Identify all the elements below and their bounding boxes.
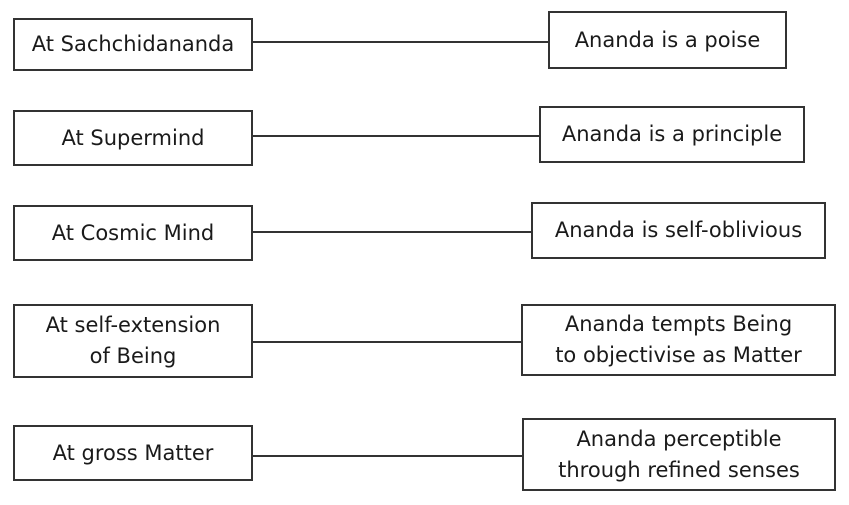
level-label: At self-extension of Being <box>45 313 221 368</box>
level-label: At Supermind <box>61 125 205 150</box>
level-label: At Cosmic Mind <box>51 220 215 245</box>
ananda-label: Ananda is self-oblivious <box>554 218 803 242</box>
connector-line <box>253 341 521 343</box>
level-box-cosmic-mind: At Cosmic Mind <box>13 205 253 261</box>
ananda-box-tempts-being: Ananda tempts Being to objectivise as Ma… <box>521 304 836 376</box>
connector-line <box>253 135 539 137</box>
ananda-label: Ananda perceptible through refined sense… <box>558 426 800 482</box>
ananda-box-self-oblivious: Ananda is self-oblivious <box>531 202 826 259</box>
level-box-gross-matter: At gross Matter <box>13 425 253 481</box>
ananda-label: Ananda is a principle <box>561 122 783 146</box>
level-box-supermind: At Supermind <box>13 110 253 166</box>
ananda-label: Ananda is a poise <box>574 27 761 52</box>
connector-line <box>253 231 531 233</box>
level-label: At gross Matter <box>52 440 214 465</box>
level-label: At Sachchidananda <box>31 32 235 56</box>
ananda-box-perceptible: Ananda perceptible through refined sense… <box>522 418 836 491</box>
ananda-label: Ananda tempts Being to objectivise as Ma… <box>555 312 802 367</box>
connector-line <box>253 41 548 43</box>
level-box-sachchidananda: At Sachchidananda <box>13 18 253 71</box>
level-box-self-extension: At self-extension of Being <box>13 304 253 378</box>
connector-line <box>253 455 522 457</box>
ananda-box-poise: Ananda is a poise <box>548 11 787 69</box>
ananda-box-principle: Ananda is a principle <box>539 106 805 163</box>
